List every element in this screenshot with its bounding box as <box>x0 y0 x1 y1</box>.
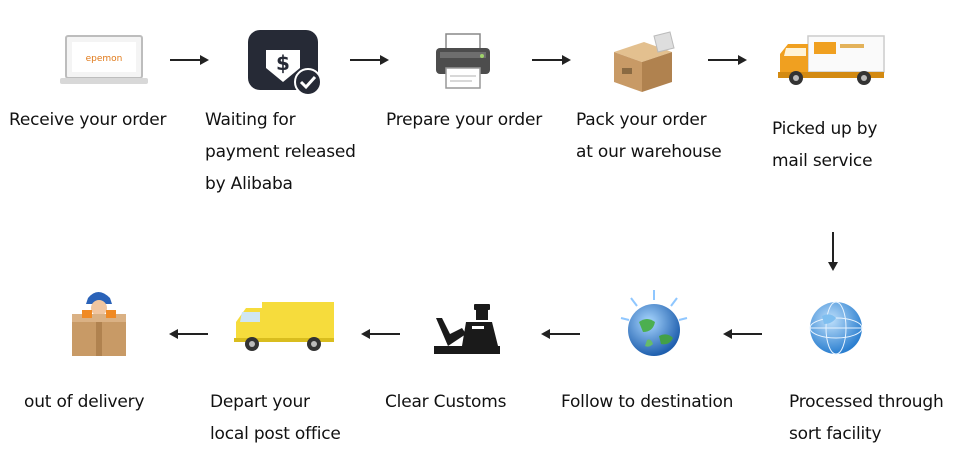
arrow-down-icon <box>827 232 839 272</box>
delivery-truck-icon <box>776 32 888 88</box>
laptop-icon: epemon <box>60 30 150 90</box>
package-box-icon <box>608 30 678 96</box>
svg-text:$: $ <box>276 51 290 75</box>
step-10-label: out of delivery <box>24 392 145 412</box>
step-7-label: Follow to destination <box>561 392 734 412</box>
printer-icon <box>432 30 494 92</box>
laptop-screen-text: epemon <box>86 54 123 64</box>
step-4-label: Pack your order at our warehouse <box>576 110 722 162</box>
step-2-label: Waiting for payment released by Alibaba <box>205 110 356 194</box>
arrow-right-icon <box>708 54 748 66</box>
globe-icon <box>806 298 866 358</box>
step-1-label: Receive your order <box>9 110 167 130</box>
step-6-label: Processed through sort facility <box>789 392 944 444</box>
step-8-label: Clear Customs <box>385 392 507 412</box>
arrow-left-icon <box>540 328 580 340</box>
payment-shield-icon: $ <box>246 28 326 96</box>
courier-box-icon <box>68 284 130 360</box>
arrow-right-icon <box>532 54 572 66</box>
arrow-left-icon <box>168 328 208 340</box>
step-3-label: Prepare your order <box>386 110 543 130</box>
arrow-right-icon <box>350 54 390 66</box>
step-5-label: Picked up by mail service <box>772 119 878 171</box>
arrow-left-icon <box>360 328 400 340</box>
arrow-left-icon <box>722 328 762 340</box>
arrow-right-icon <box>170 54 210 66</box>
globe-sparkle-icon <box>617 288 691 360</box>
yellow-van-icon <box>232 300 336 354</box>
step-9-label: Depart your local post office <box>210 392 341 444</box>
customs-officer-icon <box>432 302 502 358</box>
